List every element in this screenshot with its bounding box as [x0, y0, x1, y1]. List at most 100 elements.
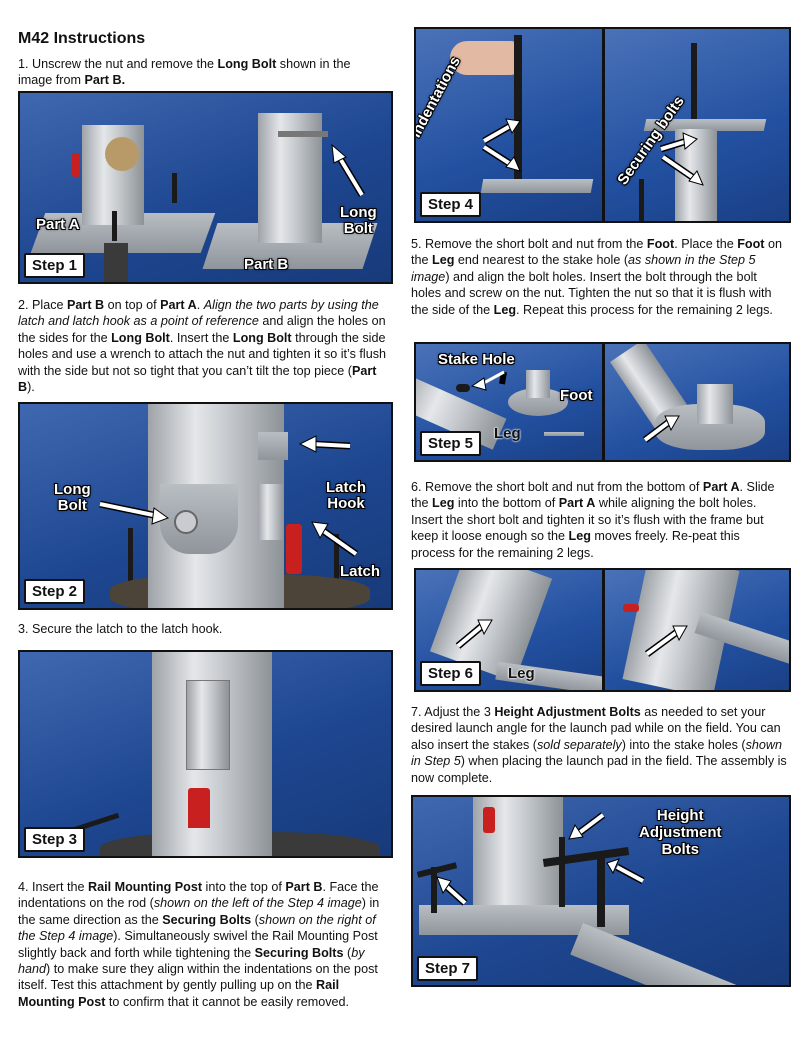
step-6-text: 6. Remove the short bolt and nut from th… [411, 479, 787, 561]
text-segment: on the [411, 237, 783, 268]
text-segment: on top of [104, 298, 161, 312]
text-segment: 4. Insert the [18, 880, 89, 894]
text-segment: Part A [702, 480, 740, 494]
step-3-text: 3. Secure the latch to the latch hook. [18, 621, 396, 637]
text-segment: Leg [432, 253, 455, 268]
step-4-left: Indentations Step 4 [416, 29, 602, 221]
text-segment: into the bottom of [454, 496, 559, 511]
text-segment: Leg [432, 496, 455, 511]
step-6-left-arrow [455, 619, 493, 649]
text-segment: Align the two parts by using the latch a… [18, 298, 379, 329]
text-segment: ( [251, 912, 259, 927]
text-segment: sold separately [537, 737, 622, 752]
text-segment: shown on the right of the Step 4 image [18, 912, 376, 944]
text-segment: Foot [646, 237, 675, 251]
step-1-text: 1. Unscrew the nut and remove the Long B… [18, 56, 388, 89]
stake-left [128, 528, 133, 588]
text-segment: shown on the left of the Step 4 image [153, 896, 362, 911]
callout-long-bolt: Long Bolt [54, 481, 91, 514]
step-2-text: 2. Place Part B on top of Part A. Align … [18, 297, 396, 395]
step-7-text: 7. Adjust the 3 Height Adjustment Bolts … [411, 704, 787, 786]
text-segment: Leg [493, 302, 517, 317]
text-segment: 5. Remove the short bolt and nut from th… [411, 237, 647, 251]
page-title: M42 Instructions [18, 30, 146, 47]
text-segment: as shown in the Step 5 image [411, 253, 756, 284]
callout-latch-hook: Latch Hook [326, 479, 367, 512]
step-6-tag: Step 6 [420, 661, 482, 686]
step-6-image: Leg Step 6 [414, 568, 791, 692]
text-segment: . Face the indentations on the rod ( [18, 880, 379, 911]
part-a-plate [105, 137, 139, 171]
text-segment: by hand [18, 945, 365, 977]
step-4-text: 4. Insert the Rail Mounting Post into th… [18, 879, 392, 1010]
long-bolt-nut [174, 510, 198, 534]
stake [639, 179, 644, 221]
text-segment: Part A [160, 298, 197, 312]
hinge-plate [160, 484, 238, 554]
step-5-stake-arrow [470, 370, 507, 391]
callout-latch: Latch [340, 563, 381, 580]
step-6-right-arrow [644, 625, 688, 657]
text-segment: 3. Secure the latch to the latch hook. [18, 622, 223, 636]
height-bolt-right [597, 857, 605, 927]
text-segment: through the side holes and use a wrench … [18, 330, 387, 378]
text-segment: shown in the image from [18, 57, 351, 88]
step-5-image: Stake Hole Foot Leg Step 5 [414, 342, 791, 462]
part-a-stake-1 [172, 173, 177, 203]
step-5-text: 5. Remove the short bolt and nut from th… [411, 236, 789, 318]
step-3-image: Step 3 [18, 650, 393, 858]
step-4-bolt-arrows [659, 132, 704, 186]
text-segment: Securing Bolts [162, 912, 252, 927]
text-segment: as needed to set your desired launch ang… [411, 705, 781, 752]
stake-hole [456, 384, 470, 392]
text-segment: ). Simultaneously swivel the Rail Mounti… [18, 929, 378, 960]
step-4-right: Securing bolts [605, 29, 789, 221]
stake-right [334, 534, 339, 594]
callout-leg: Leg [494, 425, 521, 442]
step-7-image: Height Adjustment Bolts Step 7 [411, 795, 791, 987]
text-segment: Long Bolt [111, 330, 170, 345]
part-a-latch-handle [72, 153, 80, 177]
text-segment: and align the holes on the sides for the [18, 314, 386, 345]
text-segment: . Insert the [169, 330, 233, 345]
step-2-image: Long Bolt Latch Hook Latch Step 2 [18, 402, 393, 610]
step-5-right [605, 344, 789, 460]
callout-height-adjustment-bolts: Height Adjustment Bolts [639, 807, 722, 858]
text-segment: Long Bolt [217, 57, 277, 71]
step-6-right [605, 570, 789, 690]
step-1-tag: Step 1 [24, 253, 86, 278]
text-segment: Long Bolt [232, 330, 292, 345]
step-4-image: Indentations Step 4 Securing bolts [414, 27, 791, 223]
part-a-post-front [152, 828, 272, 856]
step-3-tag: Step 3 [24, 827, 86, 852]
callout-long-bolt: Long Bolt [340, 204, 377, 237]
text-segment: while aligning the bolt holes. Insert th… [411, 496, 764, 544]
text-segment: Part A [558, 496, 596, 511]
step-4-tag: Step 4 [420, 192, 482, 217]
part-b-bolt [278, 131, 328, 137]
text-segment: Securing Bolts [254, 945, 344, 960]
latch-hook [258, 432, 288, 460]
text-segment: Rail Mounting Post [18, 978, 340, 1009]
text-segment: . Repeat this process for the remaining … [516, 302, 773, 317]
latch-handle [286, 524, 302, 574]
height-bolt-mid [559, 837, 565, 907]
step-5-bolt-arrow [642, 415, 680, 443]
text-segment: into the top of [202, 880, 286, 894]
part-a-leg [104, 243, 128, 282]
step-7-arrows [436, 812, 645, 906]
rail-post-top [691, 43, 697, 123]
text-segment: ). [27, 380, 35, 395]
step-4-indent-arrows [482, 118, 521, 172]
foot-bracket [526, 370, 550, 398]
part-a-stake-2 [112, 211, 117, 241]
callout-stake-hole: Stake Hole [438, 351, 515, 368]
step-2-tag: Step 2 [24, 579, 86, 604]
text-segment: 1. Unscrew the nut and remove the [18, 57, 218, 71]
short-bolt [544, 432, 584, 436]
text-segment: end nearest to the stake hole ( [454, 253, 629, 268]
text-segment: . Place the [674, 237, 738, 251]
callout-part-b: Part B [244, 256, 289, 273]
text-segment: 7. Adjust the 3 [411, 705, 495, 719]
text-segment: Part B [285, 880, 323, 894]
